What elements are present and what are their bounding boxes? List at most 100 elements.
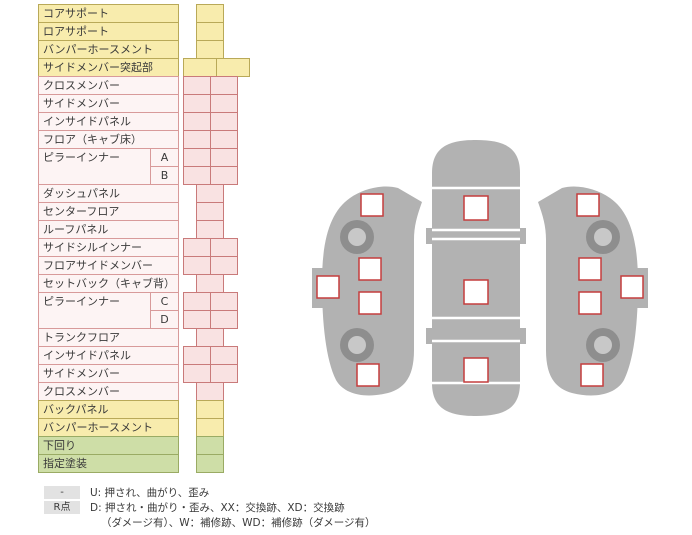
check-cell[interactable] [183,130,211,149]
car-panel-lines [432,186,520,385]
check-cell[interactable] [210,310,238,329]
legend-key-rpoint: R点 [44,501,80,514]
check-cell[interactable] [210,148,238,167]
check-cell[interactable] [196,436,224,455]
car-body-tab [519,328,526,344]
row-label: センターフロア [38,202,179,221]
row-label: インサイドパネル [38,346,179,365]
check-marker[interactable] [356,363,380,387]
check-cell[interactable] [183,256,211,275]
table-row: クロスメンバー [38,382,298,401]
check-marker[interactable] [463,195,489,221]
table-row: インサイドパネル [38,112,298,131]
check-marker[interactable] [358,291,382,315]
check-cell[interactable] [183,148,211,167]
check-cell[interactable] [183,310,211,329]
check-cell[interactable] [183,238,211,257]
row-label: ルーフパネル [38,220,179,239]
table-row: バックパネル [38,400,298,419]
check-marker[interactable] [463,279,489,305]
check-cell[interactable] [210,238,238,257]
row-label: サイドメンバー [38,364,179,383]
check-cell[interactable] [183,58,217,77]
vehicle-diagram [300,128,660,428]
row-label: ロアサポート [38,22,179,41]
row-label: バンパーホースメント [38,40,179,59]
check-marker[interactable] [358,257,382,281]
table-row: D [38,310,298,329]
row-label: バンパーホースメント [38,418,179,437]
check-cell[interactable] [210,94,238,113]
row-sublabel: A [150,148,179,167]
check-cell[interactable] [216,58,250,77]
check-cell[interactable] [196,220,224,239]
check-marker[interactable] [578,257,602,281]
check-cell[interactable] [210,112,238,131]
car-body-tab [519,228,526,244]
table-row: コアサポート [38,4,298,23]
check-cell[interactable] [196,202,224,221]
check-marker[interactable] [463,357,489,383]
check-marker[interactable] [620,275,644,299]
check-cell[interactable] [210,292,238,311]
car-top-view [432,140,520,416]
table-row: 指定塗装 [38,454,298,473]
row-label: クロスメンバー [38,382,179,401]
legend-text: （ダメージ有）、W：補修跡、WD：補修跡（ダメージ有） [101,517,376,529]
table-row: インサイドパネル [38,346,298,365]
table-row: B [38,166,298,185]
check-cell[interactable] [210,76,238,95]
table-row: トランクフロア [38,328,298,347]
check-marker[interactable] [578,291,602,315]
check-cell[interactable] [183,94,211,113]
check-marker[interactable] [360,193,384,217]
wheel-icon [340,220,374,362]
check-cell[interactable] [196,382,224,401]
row-label: 下回り [38,436,179,455]
check-cell[interactable] [210,364,238,383]
row-label: トランクフロア [38,328,179,347]
check-cell[interactable] [196,418,224,437]
table-row: サイドメンバー突起部 [38,58,298,77]
row-label: サイドメンバー突起部 [38,58,179,77]
check-marker[interactable] [576,193,600,217]
legend-row: - U: 押され、曲がり、歪み [0,486,692,501]
table-row: バンパーホースメント [38,40,298,59]
row-label: インサイドパネル [38,112,179,131]
check-cell[interactable] [210,256,238,275]
check-cell[interactable] [196,328,224,347]
table-row: フロア（キャブ床） [38,130,298,149]
check-marker[interactable] [580,363,604,387]
check-cell[interactable] [183,76,211,95]
row-label: バックパネル [38,400,179,419]
table-row: バンパーホースメント [38,418,298,437]
row-label: クロスメンバー [38,76,179,95]
row-sublabel: C [150,292,179,311]
check-cell[interactable] [210,166,238,185]
table-row: サイドシルインナー [38,238,298,257]
table-row: ロアサポート [38,22,298,41]
wheel-icon [586,220,620,362]
check-cell[interactable] [196,40,224,59]
table-row: ダッシュパネル [38,184,298,203]
check-cell[interactable] [183,112,211,131]
row-sublabel: B [150,166,179,185]
check-cell[interactable] [196,22,224,41]
row-label: サイドシルインナー [38,238,179,257]
row-label: フロアサイドメンバー [38,256,179,275]
table-row: センターフロア [38,202,298,221]
check-cell[interactable] [196,454,224,473]
check-cell[interactable] [183,292,211,311]
check-cell[interactable] [196,184,224,203]
check-cell[interactable] [183,364,211,383]
row-label: 指定塗装 [38,454,179,473]
check-cell[interactable] [183,346,211,365]
check-cell[interactable] [196,4,224,23]
check-cell[interactable] [183,166,211,185]
check-marker[interactable] [316,275,340,299]
check-cell[interactable] [210,130,238,149]
check-cell[interactable] [210,346,238,365]
check-cell[interactable] [196,400,224,419]
check-cell[interactable] [196,274,224,293]
